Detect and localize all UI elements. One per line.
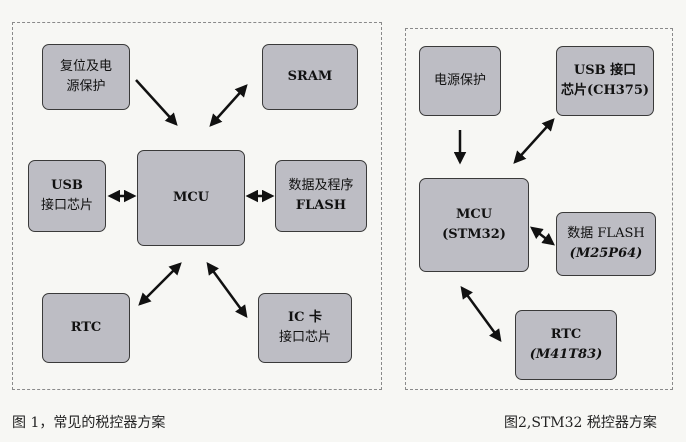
rtc-m41t83-label-line1: RTC (550, 327, 582, 342)
mcu-stm32-label-line2: (STM32) (442, 227, 506, 242)
flash-label-line2: FLASH (295, 198, 347, 213)
rtc-m41t83-block: RTC (M41T83) (515, 310, 617, 380)
data-program-flash-block: 数据及程序 FLASH (275, 160, 367, 232)
rtc-label: RTC (70, 320, 102, 335)
arrow-mcu-rtc-m41t83 (460, 285, 502, 343)
data-flash-label-line2: (M25P64) (569, 246, 643, 261)
data-flash-m25p64-block: 数据 FLASH (M25P64) (556, 212, 656, 276)
arrow-mcu-sram (209, 84, 248, 127)
rtc-block: RTC (42, 293, 130, 363)
mcu-stm32-block: MCU (STM32) (419, 178, 529, 272)
arrow-mcu-flash-m25p64 (530, 226, 555, 246)
ic-card-label-line2: 接口芯片 (278, 330, 331, 345)
usb-ch375-block: USB 接口 芯片(CH375) (556, 46, 654, 116)
sram-label: SRAM (287, 69, 333, 84)
figure2-caption: 图2,STM32 税控器方案 (504, 415, 657, 431)
usb-label-line1: USB (51, 178, 83, 193)
data-flash-label-line1: 数据 FLASH (567, 226, 645, 241)
usb-interface-block: USB 接口芯片 (28, 160, 106, 232)
flash-label-line1: 数据及程序 (288, 178, 354, 193)
ic-card-label-line1: IC 卡 (288, 310, 322, 325)
arrow-mcu-iccard (206, 261, 248, 319)
rtc-m41t83-label-line2: (M41T83) (529, 347, 603, 362)
figure1-caption: 图 1，常见的税控器方案 (12, 415, 166, 431)
power-label: 电源保护 (433, 73, 486, 88)
arrow-mcu-usb-ch375 (513, 118, 555, 164)
power-protection-block: 电源保护 (419, 46, 501, 116)
mcu-stm32-label-line1: MCU (455, 207, 493, 222)
reset-power-label-line2: 源保护 (66, 79, 106, 94)
usb-ch375-label-line2: 芯片(CH375) (560, 83, 650, 98)
arrow-mcu-rtc (138, 262, 182, 306)
mcu-block: MCU (137, 150, 245, 246)
figure2-panel (405, 28, 673, 390)
arrow-reset-to-mcu (135, 79, 178, 126)
reset-power-protection-block: 复位及电 源保护 (42, 44, 130, 110)
usb-label-line2: 接口芯片 (40, 198, 93, 213)
reset-power-label-line1: 复位及电 (59, 59, 112, 74)
usb-ch375-label-line1: USB 接口 (573, 63, 637, 78)
ic-card-interface-block: IC 卡 接口芯片 (258, 293, 352, 363)
sram-block: SRAM (262, 44, 358, 110)
figure1-panel (12, 22, 382, 390)
mcu-label: MCU (172, 190, 210, 205)
